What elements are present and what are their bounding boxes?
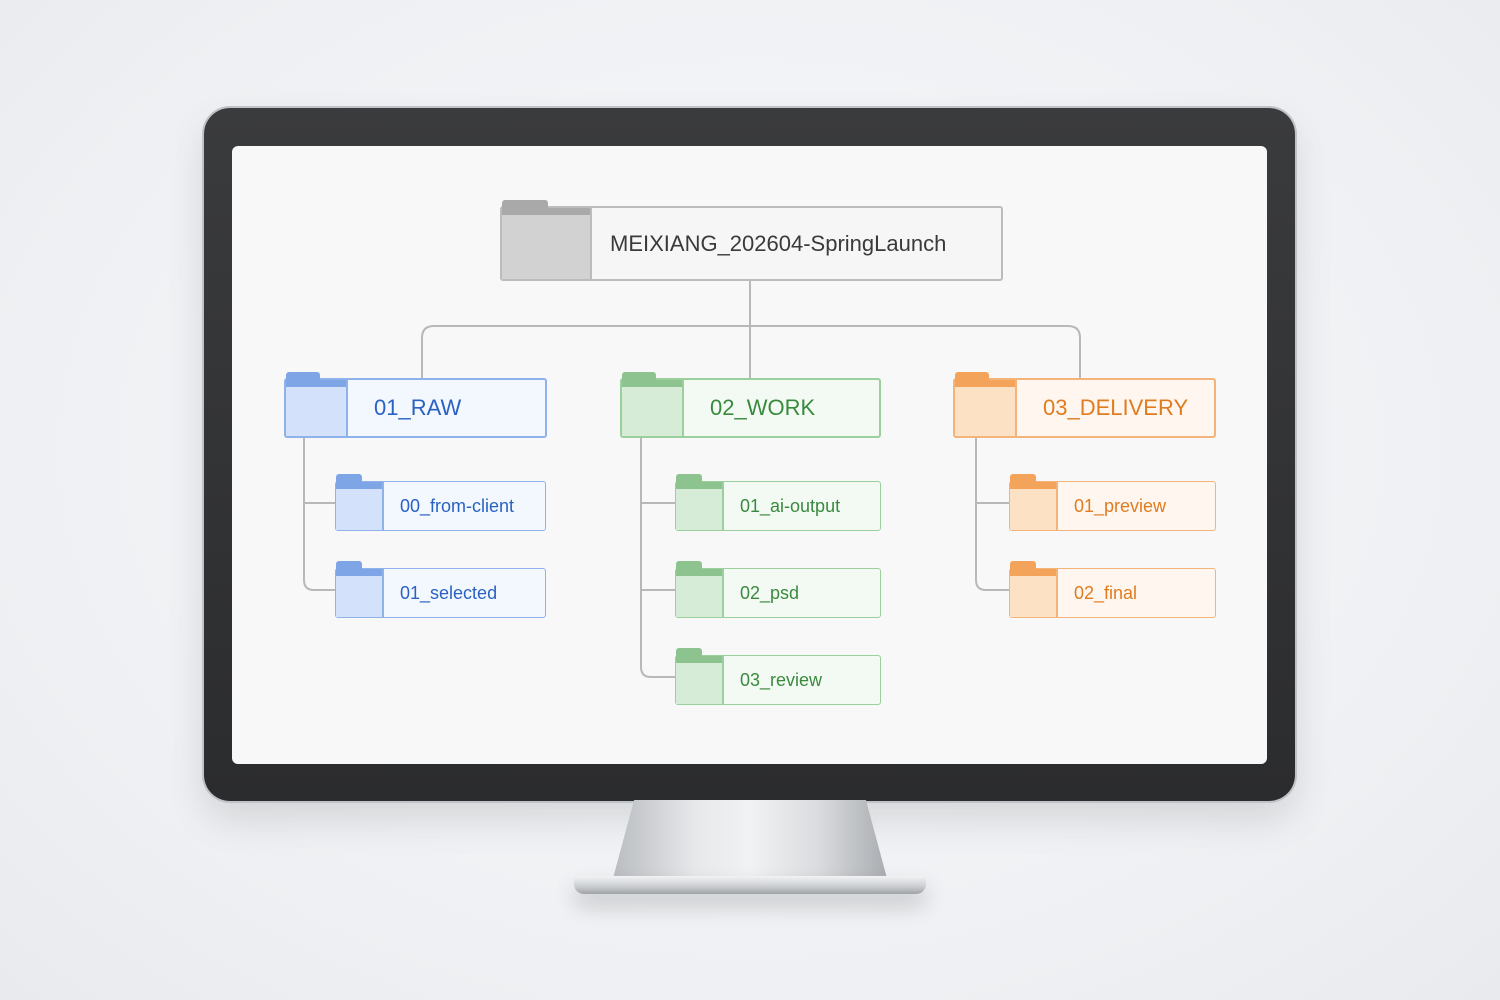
folder-label: 02_psd	[740, 582, 800, 603]
connector-delivery-trunk	[975, 438, 1009, 591]
monitor-screen: MEIXIANG_202604-SpringLaunch 01_RAW 00_f…	[232, 146, 1267, 764]
folder-01-selected[interactable]: 01_selected	[335, 561, 546, 618]
folder-icon	[676, 561, 724, 617]
folder-icon	[1010, 474, 1058, 530]
folder-icon	[676, 648, 724, 704]
folder-icon	[622, 372, 684, 436]
monitor-stand-base	[574, 876, 926, 894]
folder-03-delivery[interactable]: 03_DELIVERY	[953, 372, 1216, 438]
folder-label: 02_WORK	[710, 395, 816, 420]
folder-icon	[336, 474, 384, 530]
folder-label: 01_RAW	[374, 395, 462, 420]
folder-03-review[interactable]: 03_review	[675, 648, 881, 705]
folder-label: 01_selected	[400, 582, 498, 603]
connector-raw-trunk	[303, 438, 335, 591]
folder-02-work[interactable]: 02_WORK	[620, 372, 881, 438]
folder-01-ai-output[interactable]: 01_ai-output	[675, 474, 881, 531]
folder-icon	[676, 474, 724, 530]
connector-work-trunk	[640, 438, 675, 678]
folder-label: 01_ai-output	[740, 495, 841, 516]
folder-01-raw[interactable]: 01_RAW	[284, 372, 547, 438]
folder-label: 03_DELIVERY	[1043, 395, 1189, 420]
folder-label: 03_review	[740, 669, 823, 690]
folder-label: 02_final	[1074, 582, 1138, 603]
folder-icon	[286, 372, 348, 436]
root-folder[interactable]: MEIXIANG_202604-SpringLaunch	[500, 200, 1003, 281]
folder-label: 00_from-client	[400, 495, 515, 516]
folder-label: 01_preview	[1074, 495, 1167, 516]
folder-icon	[955, 372, 1017, 436]
folder-01-preview[interactable]: 01_preview	[1009, 474, 1216, 531]
folder-icon	[502, 200, 592, 279]
folder-02-psd[interactable]: 02_psd	[675, 561, 881, 618]
folder-icon	[1010, 561, 1058, 617]
folder-icon	[336, 561, 384, 617]
monitor-stand-neck	[612, 800, 888, 882]
tree-connectors	[303, 281, 1081, 678]
folder-02-final[interactable]: 02_final	[1009, 561, 1216, 618]
folder-00-from-client[interactable]: 00_from-client	[335, 474, 546, 531]
root-folder-label: MEIXIANG_202604-SpringLaunch	[610, 230, 947, 256]
